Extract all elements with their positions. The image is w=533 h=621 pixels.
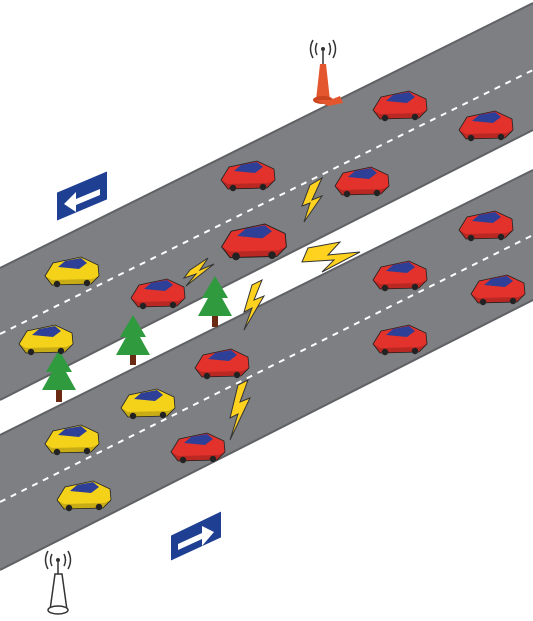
roadside-unit-bottom xyxy=(46,551,71,614)
antenna-tower-icon xyxy=(311,40,344,106)
direction-sign-right xyxy=(170,510,222,562)
direction-sign-left xyxy=(56,170,108,222)
roadside-unit-top xyxy=(311,40,344,106)
antenna-tower-icon xyxy=(46,551,71,614)
